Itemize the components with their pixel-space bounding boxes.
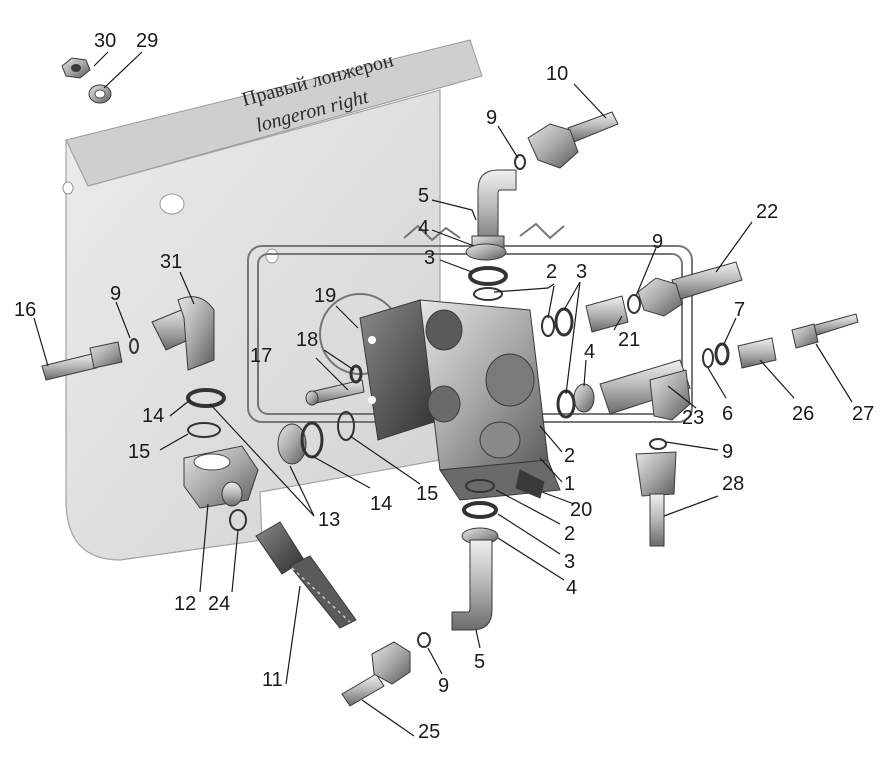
callout-1: 1 [564, 473, 575, 495]
part-oring-6 [702, 348, 714, 368]
callout-4-top: 4 [418, 217, 429, 239]
part-washer-3-side [554, 307, 574, 337]
part-fitting-16 [41, 341, 123, 381]
callout-7: 7 [734, 299, 745, 321]
callout-19: 19 [314, 285, 336, 307]
part-elbow-31 [151, 296, 215, 371]
part-oring-9-bottom [417, 632, 431, 648]
callout-9-left: 9 [110, 283, 121, 305]
callout-17: 17 [250, 345, 272, 367]
callout-2-bottom: 2 [564, 523, 575, 545]
part-oring-2-top [473, 287, 503, 301]
part-elbow-5-bottom [451, 539, 493, 631]
callout-26: 26 [792, 403, 814, 425]
part-nut-4-top [465, 243, 507, 261]
part-nut-4-side [573, 383, 595, 413]
callout-15-left: 15 [128, 441, 150, 463]
callout-9-right: 9 [652, 231, 663, 253]
callout-9-bottom: 9 [438, 675, 449, 697]
part-fitting-22 [637, 261, 743, 317]
part-oring-2-side [541, 315, 555, 337]
callout-10: 10 [546, 63, 568, 85]
callout-16: 16 [14, 299, 36, 321]
part-washer-18 [349, 364, 363, 384]
callout-13: 13 [318, 509, 340, 531]
callout-23: 23 [682, 407, 704, 429]
part-bolt-17 [305, 379, 365, 406]
callout-4-bottom: 4 [566, 577, 577, 599]
callout-29: 29 [136, 30, 158, 52]
callout-30: 30 [94, 30, 116, 52]
callout-18: 18 [296, 329, 318, 351]
leader-lines [33, 51, 853, 737]
callout-3-right: 3 [576, 261, 587, 283]
part-hose-fitting-11 [255, 521, 357, 629]
part-fitting-25 [341, 641, 411, 707]
part-sleeve-26 [737, 337, 777, 369]
part-elbow-5-top [471, 169, 517, 255]
callout-11: 11 [262, 669, 283, 691]
callout-20: 20 [570, 499, 592, 521]
callout-14-mid: 14 [370, 493, 392, 515]
callout-25: 25 [418, 721, 440, 743]
callout-9-top: 9 [486, 107, 497, 129]
callout-14-left: 14 [142, 405, 164, 427]
part-tee-23 [599, 359, 691, 421]
part-ring-14-mid [300, 421, 324, 459]
callout-28: 28 [722, 473, 744, 495]
callout-12: 12 [174, 593, 196, 615]
callout-22: 22 [756, 201, 778, 223]
callout-4-right: 4 [584, 341, 595, 363]
callout-2-top: 2 [546, 261, 557, 283]
part-washer-3-top [468, 266, 508, 286]
callout-27: 27 [852, 403, 874, 425]
part-washer-29 [88, 84, 112, 104]
part-fitting-21 [585, 294, 641, 333]
part-ring-15-mid [337, 411, 355, 441]
callout-labels: 30 29 10 9 5 4 3 2 3 4 9 22 21 7 6 23 26… [14, 30, 874, 743]
part-oring-9-left [129, 338, 139, 354]
part-block-12 [183, 445, 259, 509]
part-washer-7 [714, 342, 730, 366]
part-fitting-27 [791, 313, 859, 349]
callout-21: 21 [618, 329, 640, 351]
callout-9-far-right: 9 [722, 441, 733, 463]
callout-15-mid: 15 [416, 483, 438, 505]
callout-3-bottom: 3 [564, 551, 575, 573]
part-fitting-10 [527, 111, 619, 169]
part-sleeve-13 [277, 423, 307, 465]
part-fitting-28 [635, 438, 677, 547]
callout-24: 24 [208, 593, 230, 615]
part-ring-14-left [186, 388, 226, 408]
callout-6: 6 [722, 403, 733, 425]
part-oring-2-bottom [465, 479, 495, 493]
part-ring-15-left [187, 422, 221, 438]
part-valve-body [359, 299, 561, 501]
part-washer-3-bottom [462, 501, 498, 519]
callout-2-mid: 2 [564, 445, 575, 467]
callout-3-top: 3 [424, 247, 435, 269]
callout-31: 31 [160, 251, 182, 273]
part-nut-30 [61, 57, 91, 79]
callout-5-top: 5 [418, 185, 429, 207]
part-oring-9-top [514, 154, 526, 170]
callout-5-bottom: 5 [474, 651, 485, 673]
